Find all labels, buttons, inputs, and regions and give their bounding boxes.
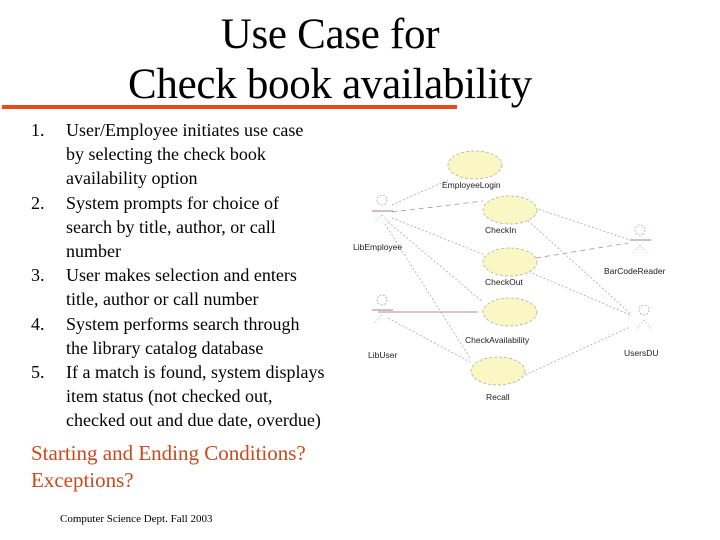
- step-line: title, author or call number: [66, 289, 259, 310]
- step-number: 2.: [31, 192, 45, 213]
- step-number: 1.: [31, 120, 45, 140]
- label-lib-user: LibUser: [368, 350, 397, 360]
- step-line: availability option: [66, 168, 198, 189]
- label-users-du: UsersDU: [624, 348, 658, 358]
- use-case-recall: [470, 356, 526, 386]
- step-line: System prompts for choice of: [66, 192, 279, 213]
- title-underline-rule: [2, 105, 457, 109]
- label-recall: Recall: [486, 392, 510, 402]
- label-check-availability: CheckAvailability: [465, 335, 530, 345]
- association-lines: [384, 179, 633, 376]
- actor-users-du-icon: [635, 304, 653, 331]
- label-lib-employee: LibEmployee: [353, 242, 402, 252]
- step-item-1: 1. User/Employee initiates use case by s…: [0, 118, 360, 191]
- use-case-steps-list: 1. User/Employee initiates use case by s…: [0, 118, 360, 433]
- step-line: User/Employee initiates use case: [66, 120, 304, 140]
- step-item-2: 2. System prompts for choice of search b…: [0, 191, 360, 264]
- step-item-5: 5. If a match is found, system displays …: [0, 360, 360, 433]
- question-conditions: Starting and Ending Conditions?: [31, 441, 306, 465]
- step-line: item status (not checked out,: [66, 386, 273, 407]
- discussion-questions: Starting and Ending Conditions? Exceptio…: [31, 440, 306, 494]
- label-check-in: CheckIn: [485, 225, 516, 235]
- use-case-diagram: EmployeeLogin CheckIn CheckOut CheckAvai…: [340, 130, 720, 430]
- step-line: the library catalog database: [66, 337, 264, 358]
- step-item-4: 4. System performs search through the li…: [0, 312, 360, 360]
- label-barcode-reader: BarCodeReader: [604, 266, 666, 276]
- slide-title-line-2: Check book availability: [128, 61, 532, 108]
- use-case-check-out: [482, 247, 538, 277]
- slide-title-line-1: Use Case for: [220, 11, 440, 58]
- actor-barcode-reader-icon: [630, 224, 651, 255]
- step-line: checked out and due date, overdue): [66, 410, 321, 431]
- step-number: 3.: [31, 265, 45, 286]
- step-line: If a match is found, system displays: [66, 362, 325, 383]
- use-case-check-in: [482, 195, 538, 225]
- step-item-3: 3. User makes selection and enters title…: [0, 263, 360, 311]
- label-check-out: CheckOut: [485, 277, 523, 287]
- step-number: 4.: [31, 313, 45, 334]
- actor-lib-employee-icon: [372, 194, 393, 223]
- step-line: System performs search through: [66, 313, 300, 334]
- use-case-employee-login: [447, 150, 503, 180]
- actor-lib-user-icon: [372, 294, 393, 324]
- label-employee-login: EmployeeLogin: [442, 180, 501, 190]
- step-line: by selecting the check book: [66, 144, 266, 165]
- step-line: search by title, author, or call: [66, 216, 276, 237]
- step-line: number: [66, 241, 121, 262]
- step-number: 5.: [31, 362, 45, 383]
- use-case-check-availability: [482, 297, 538, 327]
- question-exceptions: Exceptions?: [31, 468, 134, 492]
- step-line: User makes selection and enters: [66, 265, 297, 286]
- slide-footer: Computer Science Dept. Fall 2003: [60, 513, 213, 525]
